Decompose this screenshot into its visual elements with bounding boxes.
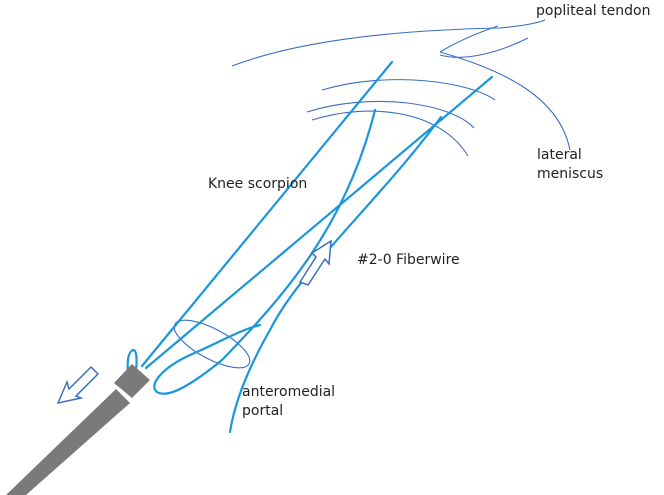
label-anteromedial-portal-line1: anteromedial [242,384,335,400]
meniscus-rim-middle [306,100,475,129]
meniscus-rim-upper [321,79,496,101]
suture-tail-loop [126,348,138,374]
suture-strand-d [228,115,443,434]
hollow-arrow-down-left-icon [56,365,100,405]
label-popliteal-tendon: popliteal tendon [536,3,650,19]
suture-strand-b [144,75,494,370]
instrument-shaft [6,389,130,495]
anatomy-group [173,19,571,369]
knee-scorpion-instrument [6,364,150,495]
label-anteromedial-portal-line2: portal [242,403,283,419]
meniscus-outer-arc [439,51,571,151]
popliteal-tendon-upper [439,25,499,53]
femoral-condyle-outline [231,19,546,67]
meniscus-rim-inner [311,110,469,157]
hollow-arrow-up-right-icon [298,239,332,286]
label-lateral-meniscus-line2: meniscus [537,166,603,182]
suture-strand-a [140,60,394,368]
label-lateral-meniscus-line1: lateral [537,147,582,163]
label-fiberwire: #2-0 Fiberwire [357,252,460,268]
suture-strand-c [153,108,377,395]
fiberwire-suture [126,60,494,434]
instrument-head [114,364,150,398]
popliteal-tendon-lower [439,37,529,58]
label-knee-scorpion: Knee scorpion [208,176,307,192]
